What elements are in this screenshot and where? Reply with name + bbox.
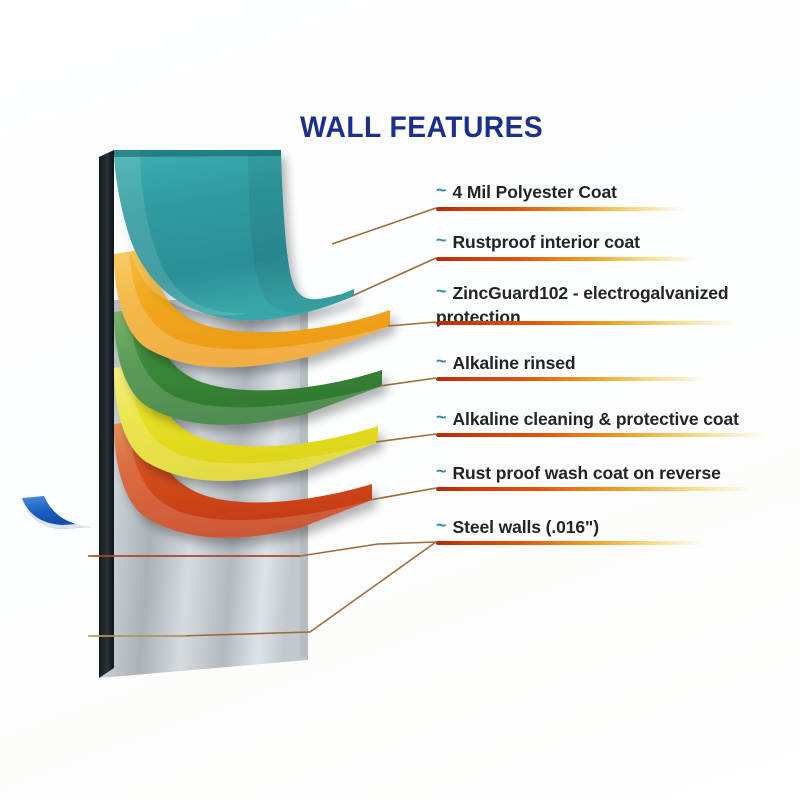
label-alkaline-cleaning[interactable]: ~Alkaline cleaning & protective coat — [436, 407, 739, 430]
label-text: Alkaline cleaning & protective coat — [452, 409, 739, 429]
panel-spine-edge — [99, 150, 114, 678]
blue-edge-layer — [20, 492, 92, 529]
label-underline-4 — [436, 377, 706, 381]
tilde-bullet-icon: ~ — [436, 461, 447, 481]
label-underline-3 — [436, 321, 736, 325]
leader-line-3 — [387, 321, 437, 327]
label-underline-6 — [436, 487, 754, 491]
tilde-bullet-icon: ~ — [436, 281, 447, 301]
tilde-bullet-icon: ~ — [436, 230, 447, 250]
label-underline-7 — [436, 541, 704, 545]
label-underline-2 — [436, 257, 698, 261]
label-text: Alkaline rinsed — [452, 353, 576, 373]
alkaline-rinse-layer — [113, 362, 378, 481]
label-underline-1 — [436, 207, 686, 211]
label-rust-proof-wash-coat[interactable]: ~Rust proof wash coat on reverse — [436, 461, 721, 484]
steel-leader-rule — [88, 555, 300, 637]
label-rustproof-interior-coat[interactable]: ~Rustproof interior coat — [436, 230, 640, 253]
label-text: Rust proof wash coat on reverse — [452, 463, 721, 483]
tilde-bullet-icon: ~ — [436, 351, 447, 371]
rustproof-interior-layer — [113, 248, 390, 368]
tilde-bullet-icon: ~ — [436, 180, 447, 200]
leader-line-1 — [331, 207, 437, 245]
label-text: 4 Mil Polyester Coat — [452, 182, 617, 202]
leader-line-5 — [375, 433, 437, 443]
label-text: Rustproof interior coat — [452, 232, 640, 252]
tilde-bullet-icon: ~ — [436, 407, 447, 427]
label-underline-5 — [436, 433, 766, 437]
label-steel-walls[interactable]: ~Steel walls (.016") — [436, 515, 600, 538]
leader-line-4 — [379, 377, 437, 387]
leader-line-6 — [369, 487, 437, 501]
label-polyester-coat[interactable]: ~4 Mil Polyester Coat — [436, 180, 617, 203]
leader-lines — [92, 207, 437, 637]
tilde-bullet-icon: ~ — [436, 515, 447, 535]
label-text: Steel walls (.016") — [452, 517, 600, 537]
leader-line-2 — [351, 257, 437, 297]
page-title: WALL FEATURES — [300, 111, 544, 144]
zincguard-layer — [113, 306, 382, 425]
polyester-coat-layer — [114, 150, 354, 321]
label-alkaline-rinsed[interactable]: ~Alkaline rinsed — [436, 351, 576, 374]
wash-coat-layer — [113, 418, 372, 538]
